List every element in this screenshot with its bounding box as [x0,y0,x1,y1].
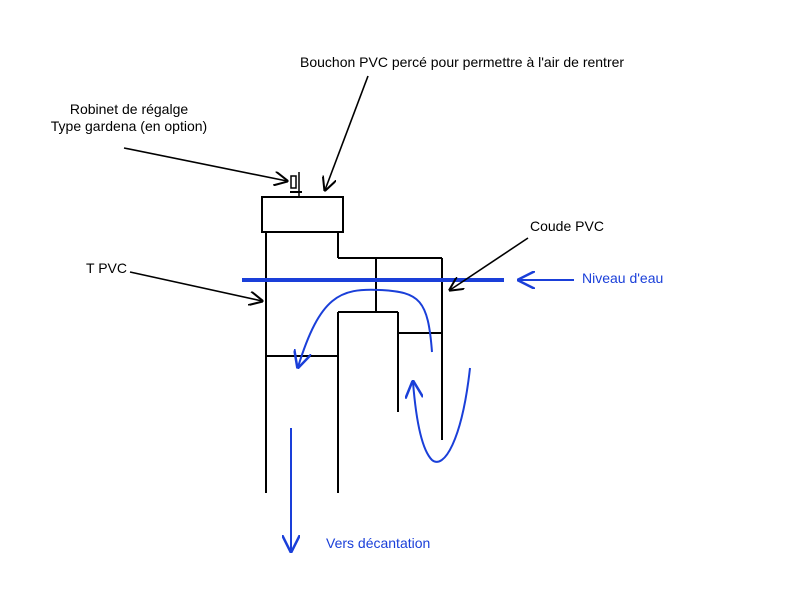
robinet-label-line1: Robinet de régalge [69,101,189,117]
coude-pvc [338,257,443,440]
pvc-cap [261,191,344,233]
inflow-arrow [413,367,471,463]
robinet-label: Robinet de régalge Type gardena (en opti… [24,101,234,135]
t-pvc-pointer-arrow [129,271,262,301]
flow-arrows [291,280,574,551]
decantation-label: Vers décantation [326,535,431,551]
water-level-label: Niveau d'eau [582,270,664,286]
bouchon-label: Bouchon PVC percé pour permettre à l'air… [300,54,625,70]
pvc-cap-body [261,196,344,233]
coude-label: Coude PVC [530,218,604,234]
siphon-flow-arrow [298,288,433,367]
robinet-label-line2: Type gardena (en option) [50,118,208,134]
robinet-pointer-arrow [123,147,287,181]
coude-pointer-arrow [450,237,529,290]
t-pvc-pipe [265,232,339,493]
valve-icon [290,172,300,196]
valve-body [290,175,297,189]
t-pvc-label: T PVC [86,260,127,276]
bouchon-pointer-arrow [325,75,369,190]
annotation-arrows [123,75,529,301]
